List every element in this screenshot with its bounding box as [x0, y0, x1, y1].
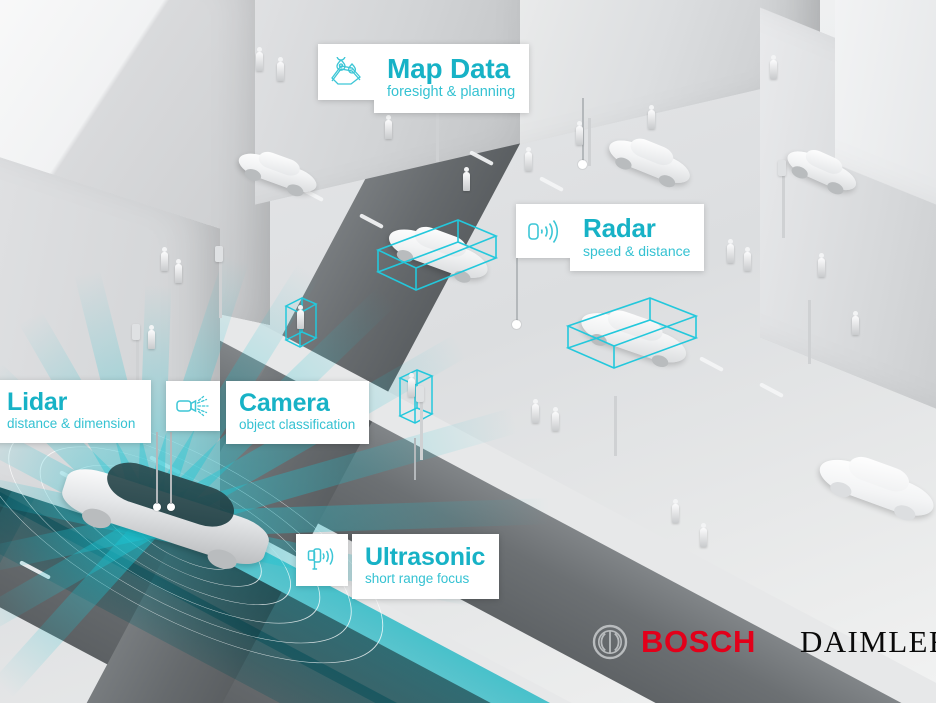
- camera-cone-icon: [166, 381, 220, 431]
- leader-line-radar: [516, 256, 518, 324]
- leader-line-camera-scene: [414, 438, 416, 480]
- callout-camera[interactable]: Camera object classification: [166, 381, 370, 444]
- pedestrian: [770, 55, 777, 79]
- pedestrian: [463, 167, 470, 191]
- pedestrian: [256, 47, 263, 71]
- bosch-logo: BOSCH: [592, 624, 756, 660]
- traffic-light-pole: [136, 336, 139, 390]
- map-pins-icon: P: [318, 44, 374, 100]
- radar-text: Radar speed & distance: [570, 204, 705, 271]
- leader-line-camera: [170, 432, 172, 504]
- camera-subtitle: object classification: [239, 417, 356, 433]
- traffic-light-pole: [219, 258, 222, 318]
- traffic-light-pole: [420, 398, 423, 460]
- radar-waves-icon: [516, 204, 570, 258]
- callout-map-data[interactable]: P Map Data foresight & planning: [318, 44, 530, 113]
- pedestrian: [744, 247, 751, 271]
- pedestrian: [818, 253, 825, 277]
- lidar-text: Lidar distance & dimension: [0, 380, 152, 443]
- pedestrian: [385, 115, 392, 139]
- pedestrian: [672, 499, 679, 523]
- pedestrian: [700, 523, 707, 547]
- camera-title: Camera: [239, 388, 330, 417]
- bosch-anchor-icon: [592, 624, 628, 660]
- street-pole: [588, 118, 591, 166]
- ultrasonic-sensor-icon: [296, 534, 348, 586]
- callout-lidar[interactable]: Lidar distance & dimension: [0, 380, 152, 443]
- map-data-text: Map Data foresight & planning: [374, 44, 530, 113]
- traffic-light-head: [778, 160, 786, 176]
- radar-subtitle: speed & distance: [583, 242, 691, 259]
- traffic-light-head: [132, 324, 140, 340]
- pedestrian: [175, 259, 182, 283]
- pedestrian: [552, 407, 559, 431]
- ultrasonic-subtitle: short range focus: [365, 571, 470, 587]
- radar-title: Radar: [583, 213, 656, 244]
- logo-bar: BOSCH DAIMLER: [592, 624, 936, 660]
- leader-line-lidar: [156, 432, 158, 504]
- ultrasonic-text: Ultrasonic short range focus: [352, 534, 500, 599]
- leader-dot-map: [578, 160, 587, 169]
- map-data-subtitle: foresight & planning: [387, 84, 516, 101]
- traffic-light-pole: [782, 172, 785, 238]
- ego-roof-sensor-dot: [153, 503, 161, 511]
- callout-ultrasonic[interactable]: Ultrasonic short range focus: [296, 534, 500, 599]
- street-pole: [808, 300, 811, 364]
- pedestrian: [727, 239, 734, 263]
- lidar-subtitle: distance & dimension: [7, 416, 136, 432]
- ultrasonic-title: Ultrasonic: [365, 542, 486, 571]
- pedestrian: [148, 325, 155, 349]
- pedestrian: [297, 305, 304, 329]
- pedestrian: [277, 57, 284, 81]
- pedestrian: [576, 121, 583, 145]
- traffic-light-head: [215, 246, 223, 262]
- daimler-wordmark: DAIMLER: [799, 624, 936, 659]
- lidar-title: Lidar: [7, 387, 68, 416]
- street-pole: [614, 396, 617, 456]
- camera-text: Camera object classification: [226, 381, 370, 444]
- callout-radar[interactable]: Radar speed & distance: [516, 204, 705, 271]
- pedestrian: [852, 311, 859, 335]
- svg-text:P: P: [350, 67, 354, 73]
- bounding-box-vehicle-1: [375, 219, 499, 291]
- map-data-title: Map Data: [387, 52, 510, 84]
- bounding-box-vehicle-2: [565, 297, 699, 369]
- pedestrian: [408, 373, 415, 397]
- traffic-light-head: [416, 386, 424, 402]
- pedestrian: [161, 247, 168, 271]
- leader-dot-radar: [512, 320, 521, 329]
- street-pole: [436, 112, 439, 162]
- ego-roof-sensor-dot: [167, 503, 175, 511]
- bosch-wordmark: BOSCH: [641, 624, 756, 659]
- pedestrian: [532, 399, 539, 423]
- pedestrian: [525, 147, 532, 171]
- pedestrian: [648, 105, 655, 129]
